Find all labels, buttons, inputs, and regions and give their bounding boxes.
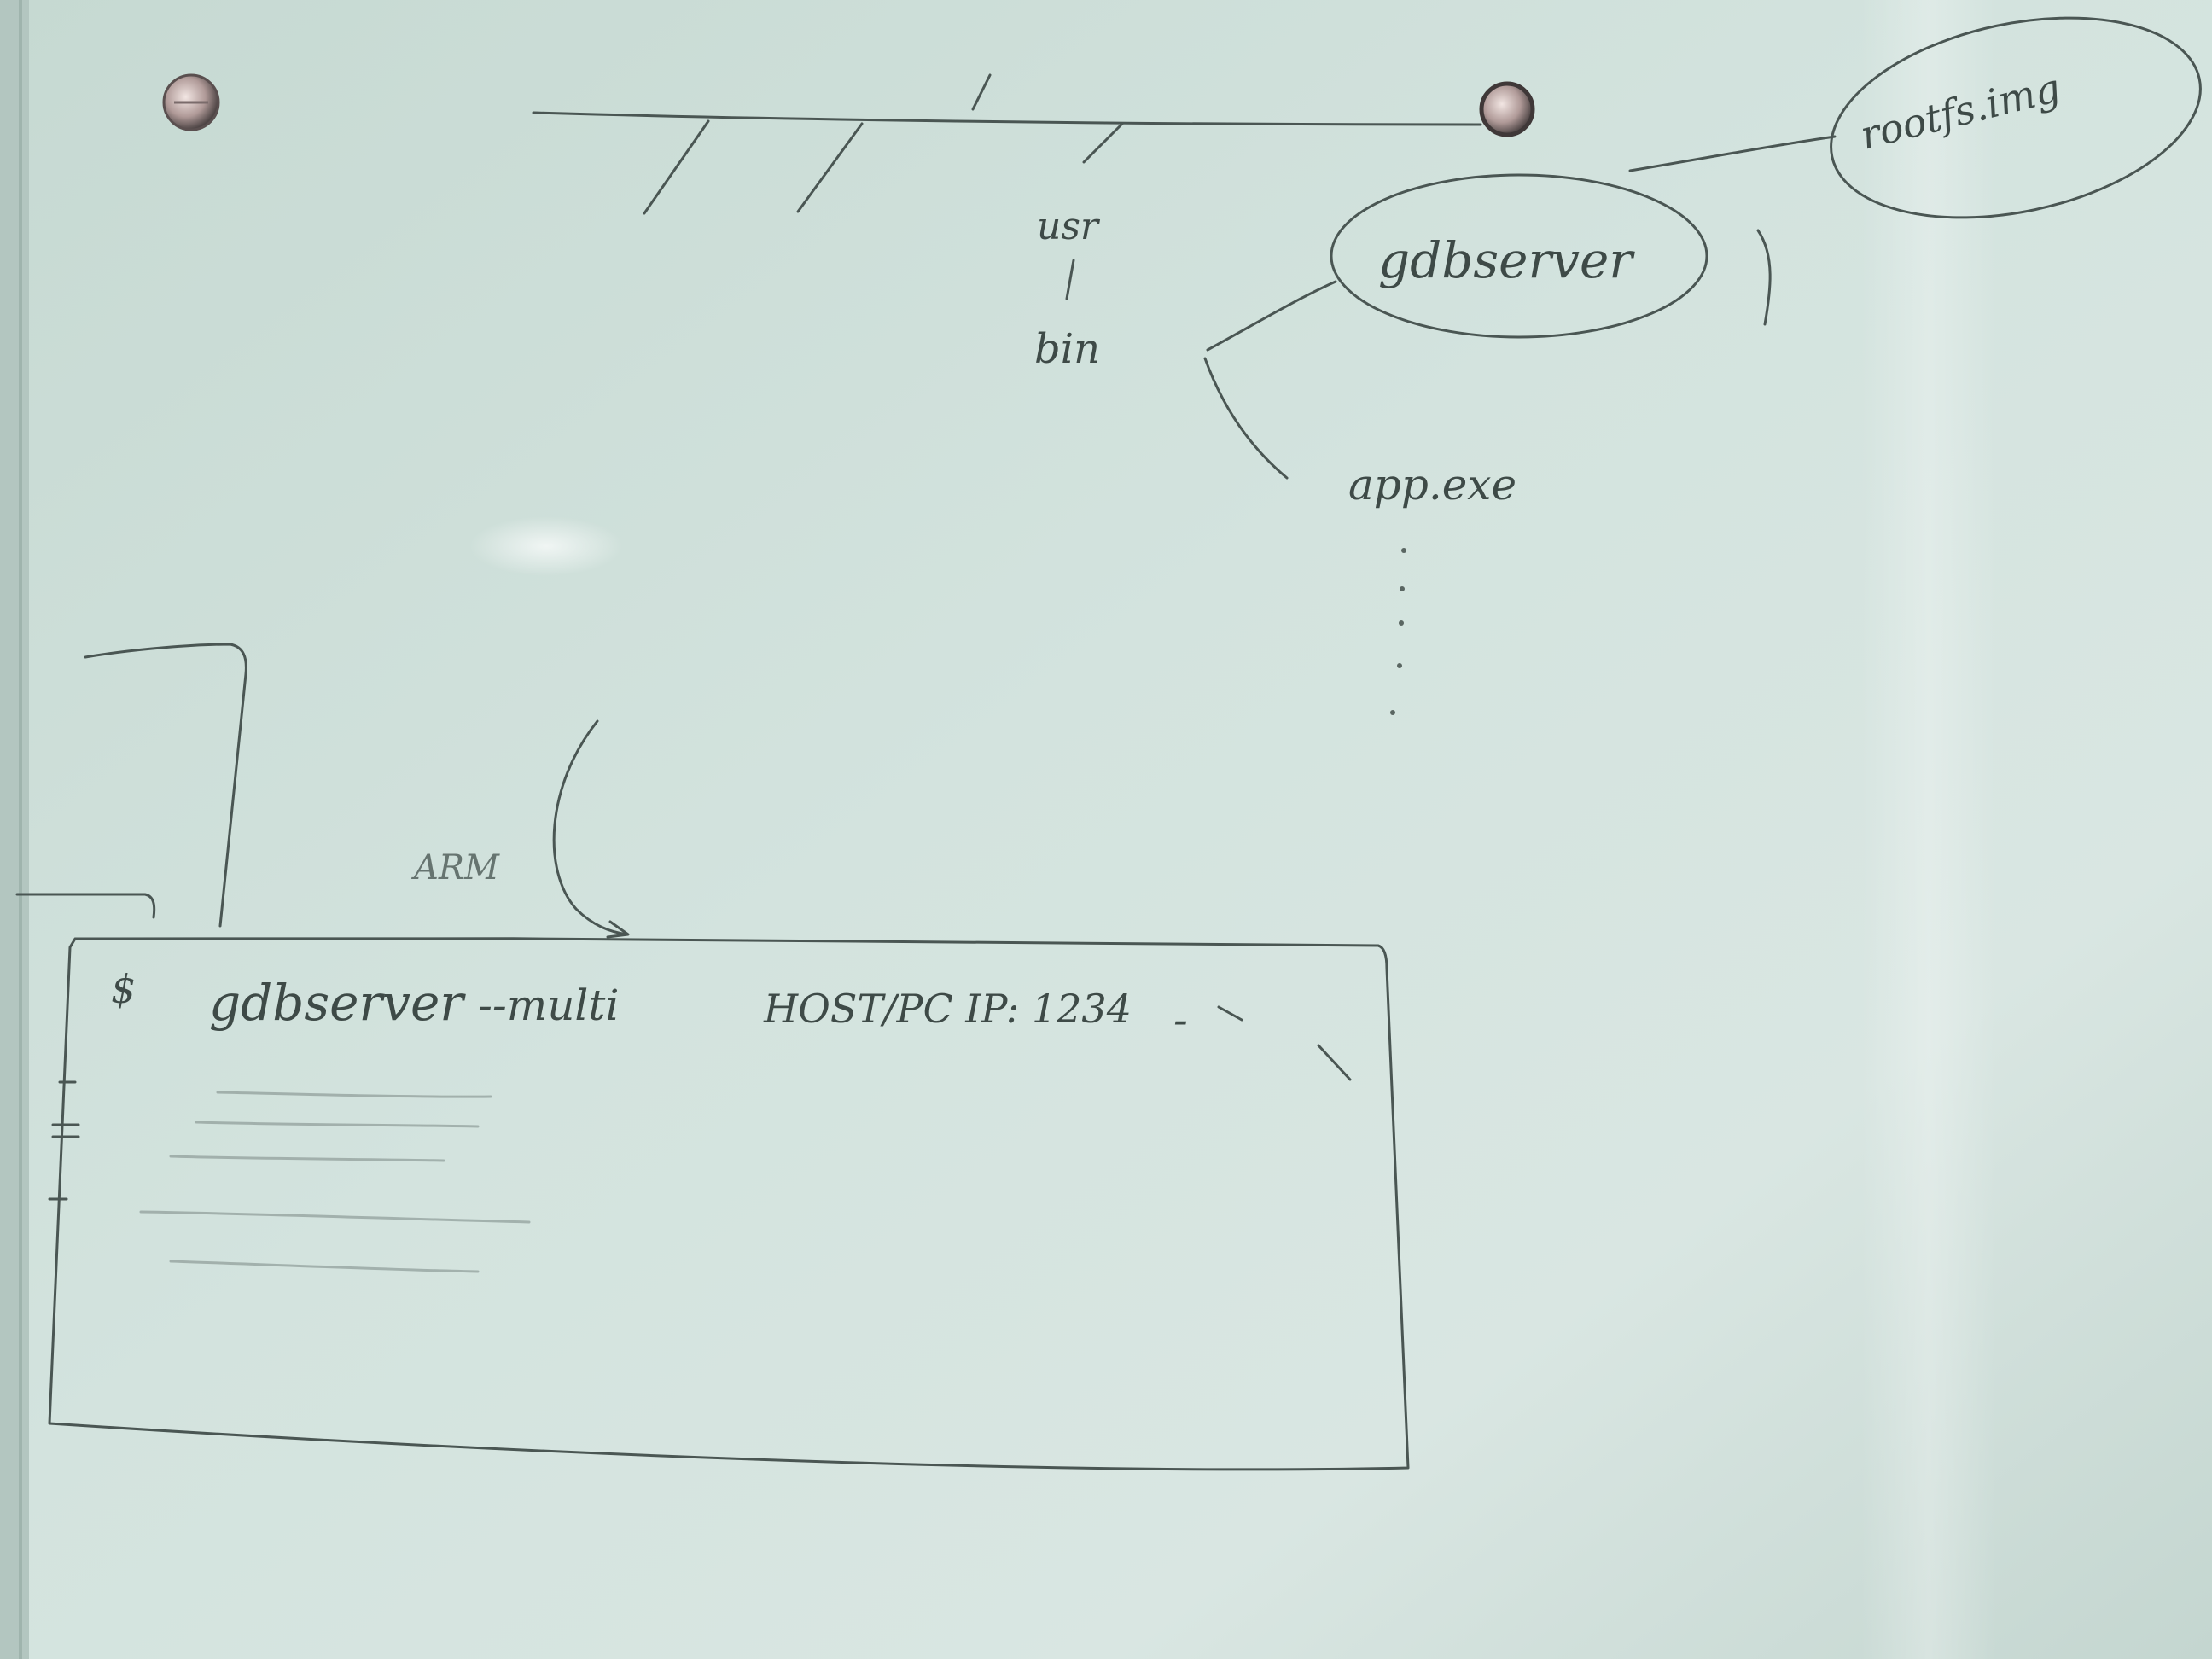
gdbserver-bubble — [1330, 173, 1708, 339]
bubble-tail — [1756, 229, 1772, 326]
command-target: HOST/PC IP: 1234 — [763, 986, 1132, 1032]
dir-usr: usr — [1037, 205, 1101, 248]
terminal-box — [48, 936, 1410, 1471]
app-file-label: app.exe — [1348, 460, 1516, 509]
device-outline-lower — [15, 893, 156, 919]
tree-branch — [643, 119, 710, 215]
magnet-right — [1479, 81, 1535, 137]
tree-branch — [1082, 122, 1124, 164]
stray-stroke — [1317, 1044, 1352, 1081]
command-flag: --multi — [478, 981, 619, 1030]
glare-spot — [469, 516, 623, 576]
dir-bin: bin — [1034, 325, 1100, 373]
arch-arrow — [552, 719, 629, 936]
rootfs-connector — [1628, 135, 1837, 172]
bin-app-link — [1203, 357, 1289, 480]
margin-ticks — [48, 1080, 80, 1201]
command-binary: gdbserver — [209, 974, 466, 1032]
board-frame-left — [0, 0, 29, 1659]
arrow-head — [606, 920, 630, 939]
usr-bin-link — [1065, 259, 1075, 300]
arch-label: ARM — [410, 848, 500, 888]
bin-gdbserver-link — [1206, 280, 1337, 352]
ellipsis-dots — [1390, 548, 1406, 715]
device-outline — [84, 643, 247, 928]
tree-branch — [796, 122, 864, 213]
command-prompt: $ — [111, 966, 136, 1012]
gdbserver-bubble-label: gdbserver — [1378, 231, 1635, 289]
command-trailing: - — [1173, 995, 1188, 1045]
tree-branch — [971, 73, 992, 111]
light-reflection — [1860, 0, 1997, 1659]
command-continuation — [1217, 1005, 1243, 1022]
erased-marks — [139, 1091, 531, 1273]
tree-root-line — [532, 111, 1482, 126]
rootfs-bubble — [1830, 16, 2202, 219]
magnet-left — [162, 73, 220, 131]
